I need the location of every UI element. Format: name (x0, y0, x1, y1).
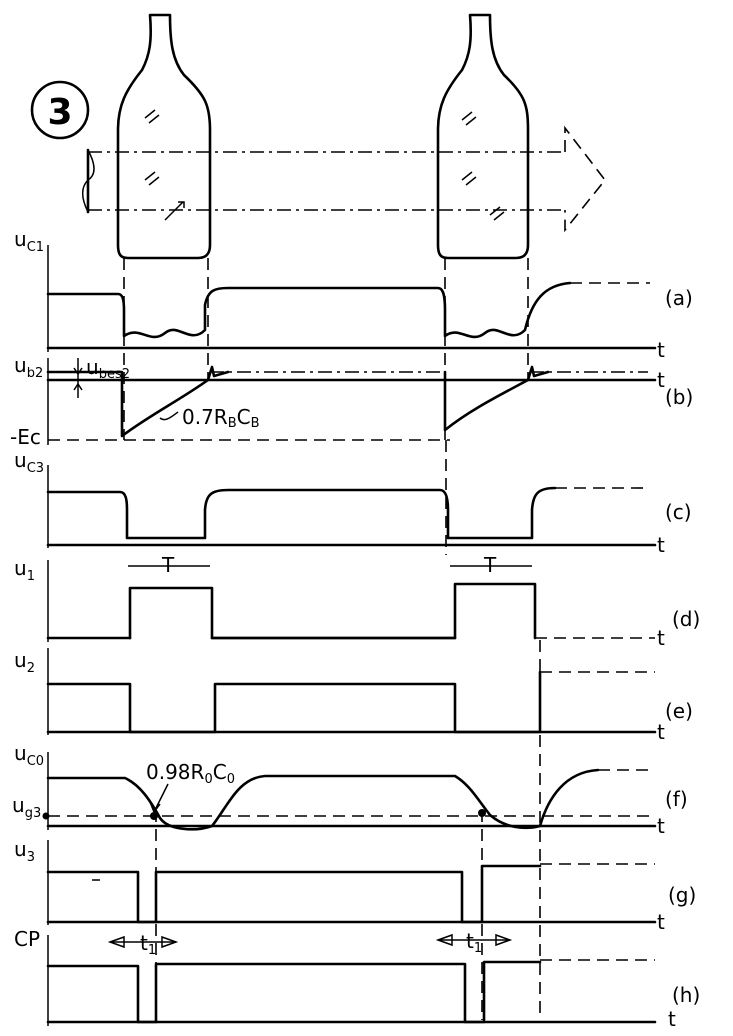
label-rc-b-c: C (237, 405, 251, 429)
svg-text:u2: u2 (14, 648, 35, 676)
label-ug3-sub: g3 (25, 806, 42, 821)
label-u2-sub: 2 (27, 661, 35, 676)
label-rc-b-c-sub: B (251, 416, 260, 431)
label-rc-b-sub: B (228, 416, 237, 431)
svg-text:t1: t1 (140, 931, 156, 958)
figure-number-badge: 3 (30, 80, 90, 140)
svg-text:u1: u1 (14, 556, 35, 584)
label-t1-left: t (140, 931, 148, 955)
svg-text:uC3: uC3 (14, 448, 44, 476)
label-u1: u (14, 556, 27, 580)
label-t1-right: t (466, 929, 474, 953)
waveform-g: u3 t (g) (14, 837, 696, 934)
label-uc0: u (14, 741, 27, 765)
label-ug3: u (12, 793, 25, 817)
label-period-left: T (161, 553, 175, 577)
bottle-right (436, 13, 530, 260)
label-u3-sub: 3 (27, 850, 35, 865)
tag-g: (g) (668, 883, 696, 907)
tag-f: (f) (665, 787, 688, 811)
t-axis-c: t (657, 533, 665, 557)
svg-text:uC0: uC0 (14, 741, 44, 769)
waveform-f: uC0 0.98R0C0 ug3 t (f) (12, 741, 688, 838)
label-ubes2: u (86, 355, 99, 379)
waveform-d: u1 t (d) (14, 556, 700, 650)
label-cp: CP (14, 927, 40, 951)
tag-a: (a) (665, 286, 693, 310)
label-period-right: T (483, 553, 497, 577)
svg-text:ub2: ub2 (14, 353, 43, 381)
label-ub2: u (14, 353, 27, 377)
label-rc-0-c: C (213, 760, 227, 784)
svg-text:ubes2: ubes2 (86, 355, 130, 382)
bottle-left (116, 13, 212, 260)
label-u1-sub: 1 (27, 569, 35, 584)
label-rc-0-sub: 0 (204, 772, 212, 787)
label-uc3: u (14, 448, 27, 472)
t-axis-e: t (657, 720, 665, 744)
t-axis-h: t (668, 1007, 676, 1031)
light-beam (82, 125, 607, 233)
tag-b: (b) (665, 385, 693, 409)
label-uc1: u (14, 227, 27, 251)
svg-text:t1: t1 (466, 929, 482, 956)
waveform-e: u2 t (e) (14, 648, 693, 744)
label-u2: u (14, 648, 27, 672)
figure-number: 3 (47, 92, 72, 133)
label-rc-0-c-sub: 0 (227, 772, 235, 787)
svg-text:uC1: uC1 (14, 227, 44, 255)
label-rc-0: 0.98R (146, 760, 205, 784)
t-axis-f: t (657, 814, 665, 838)
svg-text:0.98R0C0: 0.98R0C0 (146, 760, 235, 787)
tag-c: (c) (665, 500, 692, 524)
tag-h: (h) (672, 983, 700, 1007)
svg-text:u3: u3 (14, 837, 35, 865)
label-uc0-sub: C0 (27, 754, 44, 769)
label-minus-ec: -Ec (10, 425, 41, 449)
tag-d: (d) (672, 607, 700, 631)
label-rc-b: 0.7R (182, 405, 228, 429)
waveform-a: uC1 t (a) (14, 227, 693, 362)
label-t1-right-sub: 1 (474, 941, 482, 956)
label-t1-left-sub: 1 (148, 943, 156, 958)
label-uc3-sub: C3 (27, 461, 44, 476)
label-u3: u (14, 837, 27, 861)
label-ub2-sub: b2 (27, 366, 44, 381)
t-axis-d: t (657, 626, 665, 650)
tag-e: (e) (665, 699, 693, 723)
label-ubes2-sub: bes2 (99, 367, 130, 382)
svg-text:0.7RBCB: 0.7RBCB (182, 405, 260, 431)
waveform-c: uC3 t (c) T T (14, 448, 692, 577)
label-uc1-sub: C1 (27, 240, 44, 255)
svg-text:ug3: ug3 (12, 793, 41, 821)
t-axis-g: t (657, 910, 665, 934)
waveform-h: t1 t1 CP t (h) (14, 927, 700, 1031)
t-axis-b: t (657, 368, 665, 392)
waveform-b: ub2 ubes2 -Ec 0.7RBCB t (b) (10, 353, 693, 449)
t-axis-a: t (657, 338, 665, 362)
